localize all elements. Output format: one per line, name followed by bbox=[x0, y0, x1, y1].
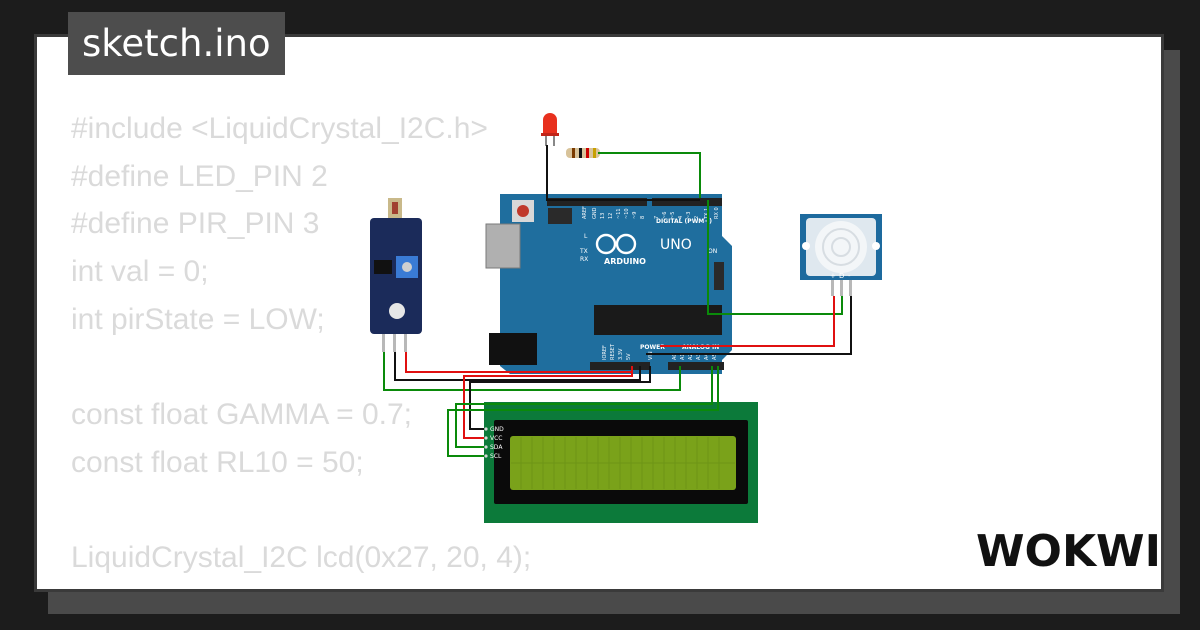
power-jack bbox=[489, 333, 537, 365]
pin-d3: ~3 bbox=[686, 212, 692, 219]
pin-a4: A4 bbox=[704, 353, 710, 360]
lcd-display: GND VCC SDA SCL bbox=[484, 402, 758, 523]
resistor-component bbox=[566, 148, 600, 158]
code-line: #define LED_PIN 2 bbox=[71, 159, 328, 193]
led-component bbox=[541, 113, 559, 146]
on-label: ON bbox=[708, 248, 717, 255]
code-line: LiquidCrystal_I2C lcd(0x27, 20, 4); bbox=[71, 541, 532, 575]
rx-label: RX bbox=[580, 256, 588, 263]
lcd-pin-scl: SCL bbox=[490, 453, 502, 460]
board-brand-label: ARDUINO bbox=[604, 257, 646, 266]
reset-label: RESET bbox=[610, 343, 616, 360]
pin-d11: ~11 bbox=[616, 208, 622, 219]
filename-tab: sketch.ino bbox=[68, 12, 285, 75]
aref-label: AREF bbox=[582, 206, 588, 219]
lcd-pin-sda: SDA bbox=[490, 444, 503, 451]
code-line: #include <LiquidCrystal_I2C.h> bbox=[71, 112, 488, 145]
pin-a3: A3 bbox=[696, 353, 702, 360]
code-listing: #include <LiquidCrystal_I2C.h> #define L… bbox=[71, 105, 531, 582]
wokwi-logo: WOKWI bbox=[976, 526, 1161, 577]
lcd-pin-vcc: VCC bbox=[490, 435, 502, 442]
l-label: L bbox=[584, 233, 588, 240]
pir-pin-plus: + bbox=[830, 272, 836, 280]
pin-d8: 8 bbox=[640, 216, 646, 219]
pin-d7: 7 bbox=[654, 216, 660, 219]
code-line: int val = 0; bbox=[71, 255, 209, 289]
pin-d12: 12 bbox=[608, 213, 614, 219]
code-line: int pirState = LOW; bbox=[71, 302, 325, 336]
atmega-chip bbox=[594, 305, 722, 335]
gnd-label: GND bbox=[592, 207, 598, 219]
tx-label: TX bbox=[579, 248, 588, 255]
pin-d5: ~5 bbox=[670, 212, 676, 219]
pin-d2: 2 bbox=[694, 216, 700, 219]
digital-header-label: DIGITAL (PWM~) bbox=[656, 218, 712, 225]
ldr-sensor-module bbox=[370, 198, 422, 352]
pin-a0: A0 bbox=[672, 353, 678, 360]
lcd-pin-gnd: GND bbox=[490, 426, 504, 433]
usb-port bbox=[486, 224, 520, 268]
pin-d10: ~10 bbox=[624, 208, 630, 219]
arduino-uno-board: UNO ARDUINO DIGITAL (PWM~) POWER ANALOG … bbox=[485, 194, 732, 374]
power-header-label: POWER bbox=[640, 344, 665, 351]
pir-pin-minus: - bbox=[848, 272, 851, 280]
pin-d6: ~6 bbox=[662, 212, 668, 219]
board-model-label: UNO bbox=[660, 237, 692, 253]
wokwi-logo-text: WOKWI bbox=[976, 526, 1161, 577]
pin-d9: ~9 bbox=[632, 212, 638, 219]
code-line: const float RL10 = 50; bbox=[71, 445, 364, 479]
pir-motion-sensor: + D - bbox=[800, 214, 882, 296]
pin-d4: 4 bbox=[678, 216, 684, 219]
pin-a1: A1 bbox=[680, 353, 686, 360]
pin-a5: A5 bbox=[712, 353, 718, 360]
pin-d13: 13 bbox=[600, 213, 606, 219]
pin-a2: A2 bbox=[688, 353, 694, 360]
ioref-label: IOREF bbox=[602, 345, 608, 360]
pir-pin-data: D bbox=[839, 272, 844, 280]
code-line: const float GAMMA = 0.7; bbox=[71, 398, 412, 432]
code-line: #define PIR_PIN 3 bbox=[71, 207, 320, 241]
vin-label: VIN bbox=[648, 351, 654, 360]
wires bbox=[383, 145, 852, 457]
v33-label: 3.3V bbox=[618, 348, 624, 360]
pin-d0: RX 0 bbox=[714, 207, 720, 219]
analog-header-label: ANALOG IN bbox=[682, 344, 719, 351]
v5-label: 5V bbox=[626, 353, 632, 360]
